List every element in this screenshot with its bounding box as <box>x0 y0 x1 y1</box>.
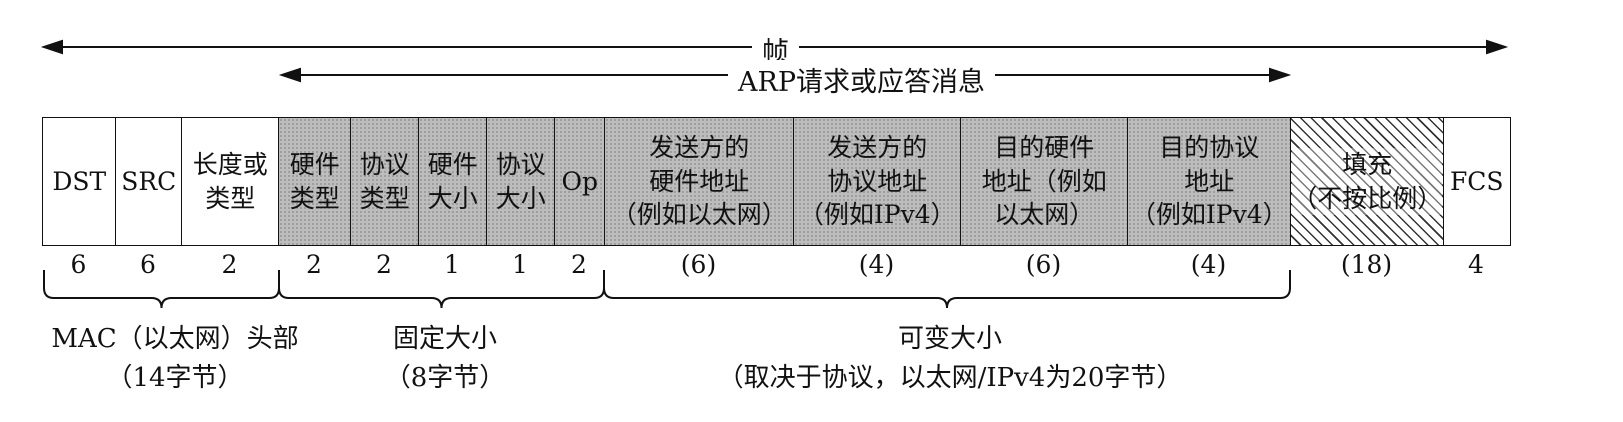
field-sender-hardware-address: 发送方的 硬件地址 （例如以太网） <box>604 117 795 246</box>
field-src: SRC <box>115 117 183 246</box>
field-padding-label: 填充 （不按比例） <box>1292 147 1443 216</box>
field-src-label: SRC <box>121 166 177 196</box>
group-fixed-size-label: 固定大小 <box>392 324 497 354</box>
field-length-or-type: 长度或 类型 <box>181 117 280 246</box>
field-dst: DST <box>42 117 117 246</box>
field-hardware-size-label: 硬件 大小 <box>427 149 478 213</box>
field-op-label: Op <box>561 166 599 196</box>
field-hardware-size-size: 1 <box>444 250 460 279</box>
field-hardware-type: 硬件 类型 <box>278 117 352 246</box>
arp-arrow-right-head <box>1269 67 1292 83</box>
field-length-or-type-size: 2 <box>221 250 238 279</box>
brace-fixed-size <box>278 270 605 309</box>
field-sender-protocol-address-size: (4) <box>858 250 895 279</box>
field-hardware-type-label: 硬件 类型 <box>289 149 340 213</box>
field-target-hardware-address-size: (6) <box>1025 250 1062 279</box>
field-padding: 填充 （不按比例） <box>1290 117 1445 246</box>
field-target-protocol-address-size: (4) <box>1190 250 1227 279</box>
field-fcs-label: FCS <box>1449 166 1504 196</box>
group-fixed-size-bytes: （8字节） <box>384 363 506 393</box>
group-variable-size-bytes: （取决于协议，以太网/IPv4为20字节） <box>717 363 1183 393</box>
field-padding-size: (18) <box>1340 250 1393 279</box>
field-hardware-size: 硬件 大小 <box>418 117 488 246</box>
field-protocol-size-size: 1 <box>512 250 528 279</box>
group-mac-header-bytes: （14字节） <box>106 363 244 393</box>
field-fcs-size: 4 <box>1468 250 1484 279</box>
brace-mac-header <box>43 270 280 309</box>
field-protocol-size-label: 协议 大小 <box>495 149 546 213</box>
field-sender-hardware-address-label: 发送方的 硬件地址 （例如以太网） <box>611 132 787 230</box>
field-target-hardware-address: 目的硬件 地址（例如 以太网） <box>960 117 1129 246</box>
field-fcs: FCS <box>1443 117 1511 246</box>
field-src-size: 6 <box>140 250 156 279</box>
field-protocol-size: 协议 大小 <box>486 117 556 246</box>
field-hardware-type-size: 2 <box>306 250 322 279</box>
brace-variable-size <box>603 270 1291 309</box>
group-variable-size-label: 可变大小 <box>897 324 1002 354</box>
frame-arrow-right-head <box>1486 39 1509 55</box>
field-sender-protocol-address-label: 发送方的 协议地址 （例如IPv4） <box>798 132 956 230</box>
field-dst-label: DST <box>52 166 107 196</box>
field-target-protocol-address-label: 目的协议 地址 （例如IPv4） <box>1130 132 1288 230</box>
field-sender-protocol-address: 发送方的 协议地址 （例如IPv4） <box>793 117 962 246</box>
arp-arrow-left-head <box>278 67 301 83</box>
field-target-hardware-address-label: 目的硬件 地址（例如 以太网） <box>981 132 1107 230</box>
arp-message-label: ARP请求或应答消息 <box>728 60 995 99</box>
field-length-or-type-label: 长度或 类型 <box>192 149 268 213</box>
group-mac-header-label: MAC（以太网）头部 <box>51 324 299 354</box>
field-op-size: 2 <box>571 250 587 279</box>
field-protocol-type-size: 2 <box>376 250 392 279</box>
field-target-protocol-address: 目的协议 地址 （例如IPv4） <box>1127 117 1292 246</box>
field-dst-size: 6 <box>70 250 87 279</box>
field-op: Op <box>554 117 606 246</box>
frame-arrow-left-head <box>40 39 63 55</box>
field-sender-hardware-address-size: (6) <box>680 250 717 279</box>
field-protocol-type: 协议 类型 <box>350 117 420 246</box>
field-protocol-type-label: 协议 类型 <box>359 149 410 213</box>
